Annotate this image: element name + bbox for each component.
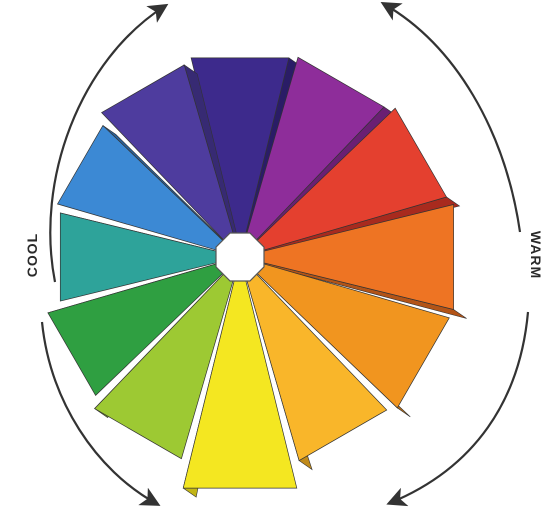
color-segments [48, 57, 467, 497]
warm-label: WARM [528, 231, 542, 279]
center-hub [216, 233, 264, 281]
cool-label: COOL [24, 233, 40, 277]
